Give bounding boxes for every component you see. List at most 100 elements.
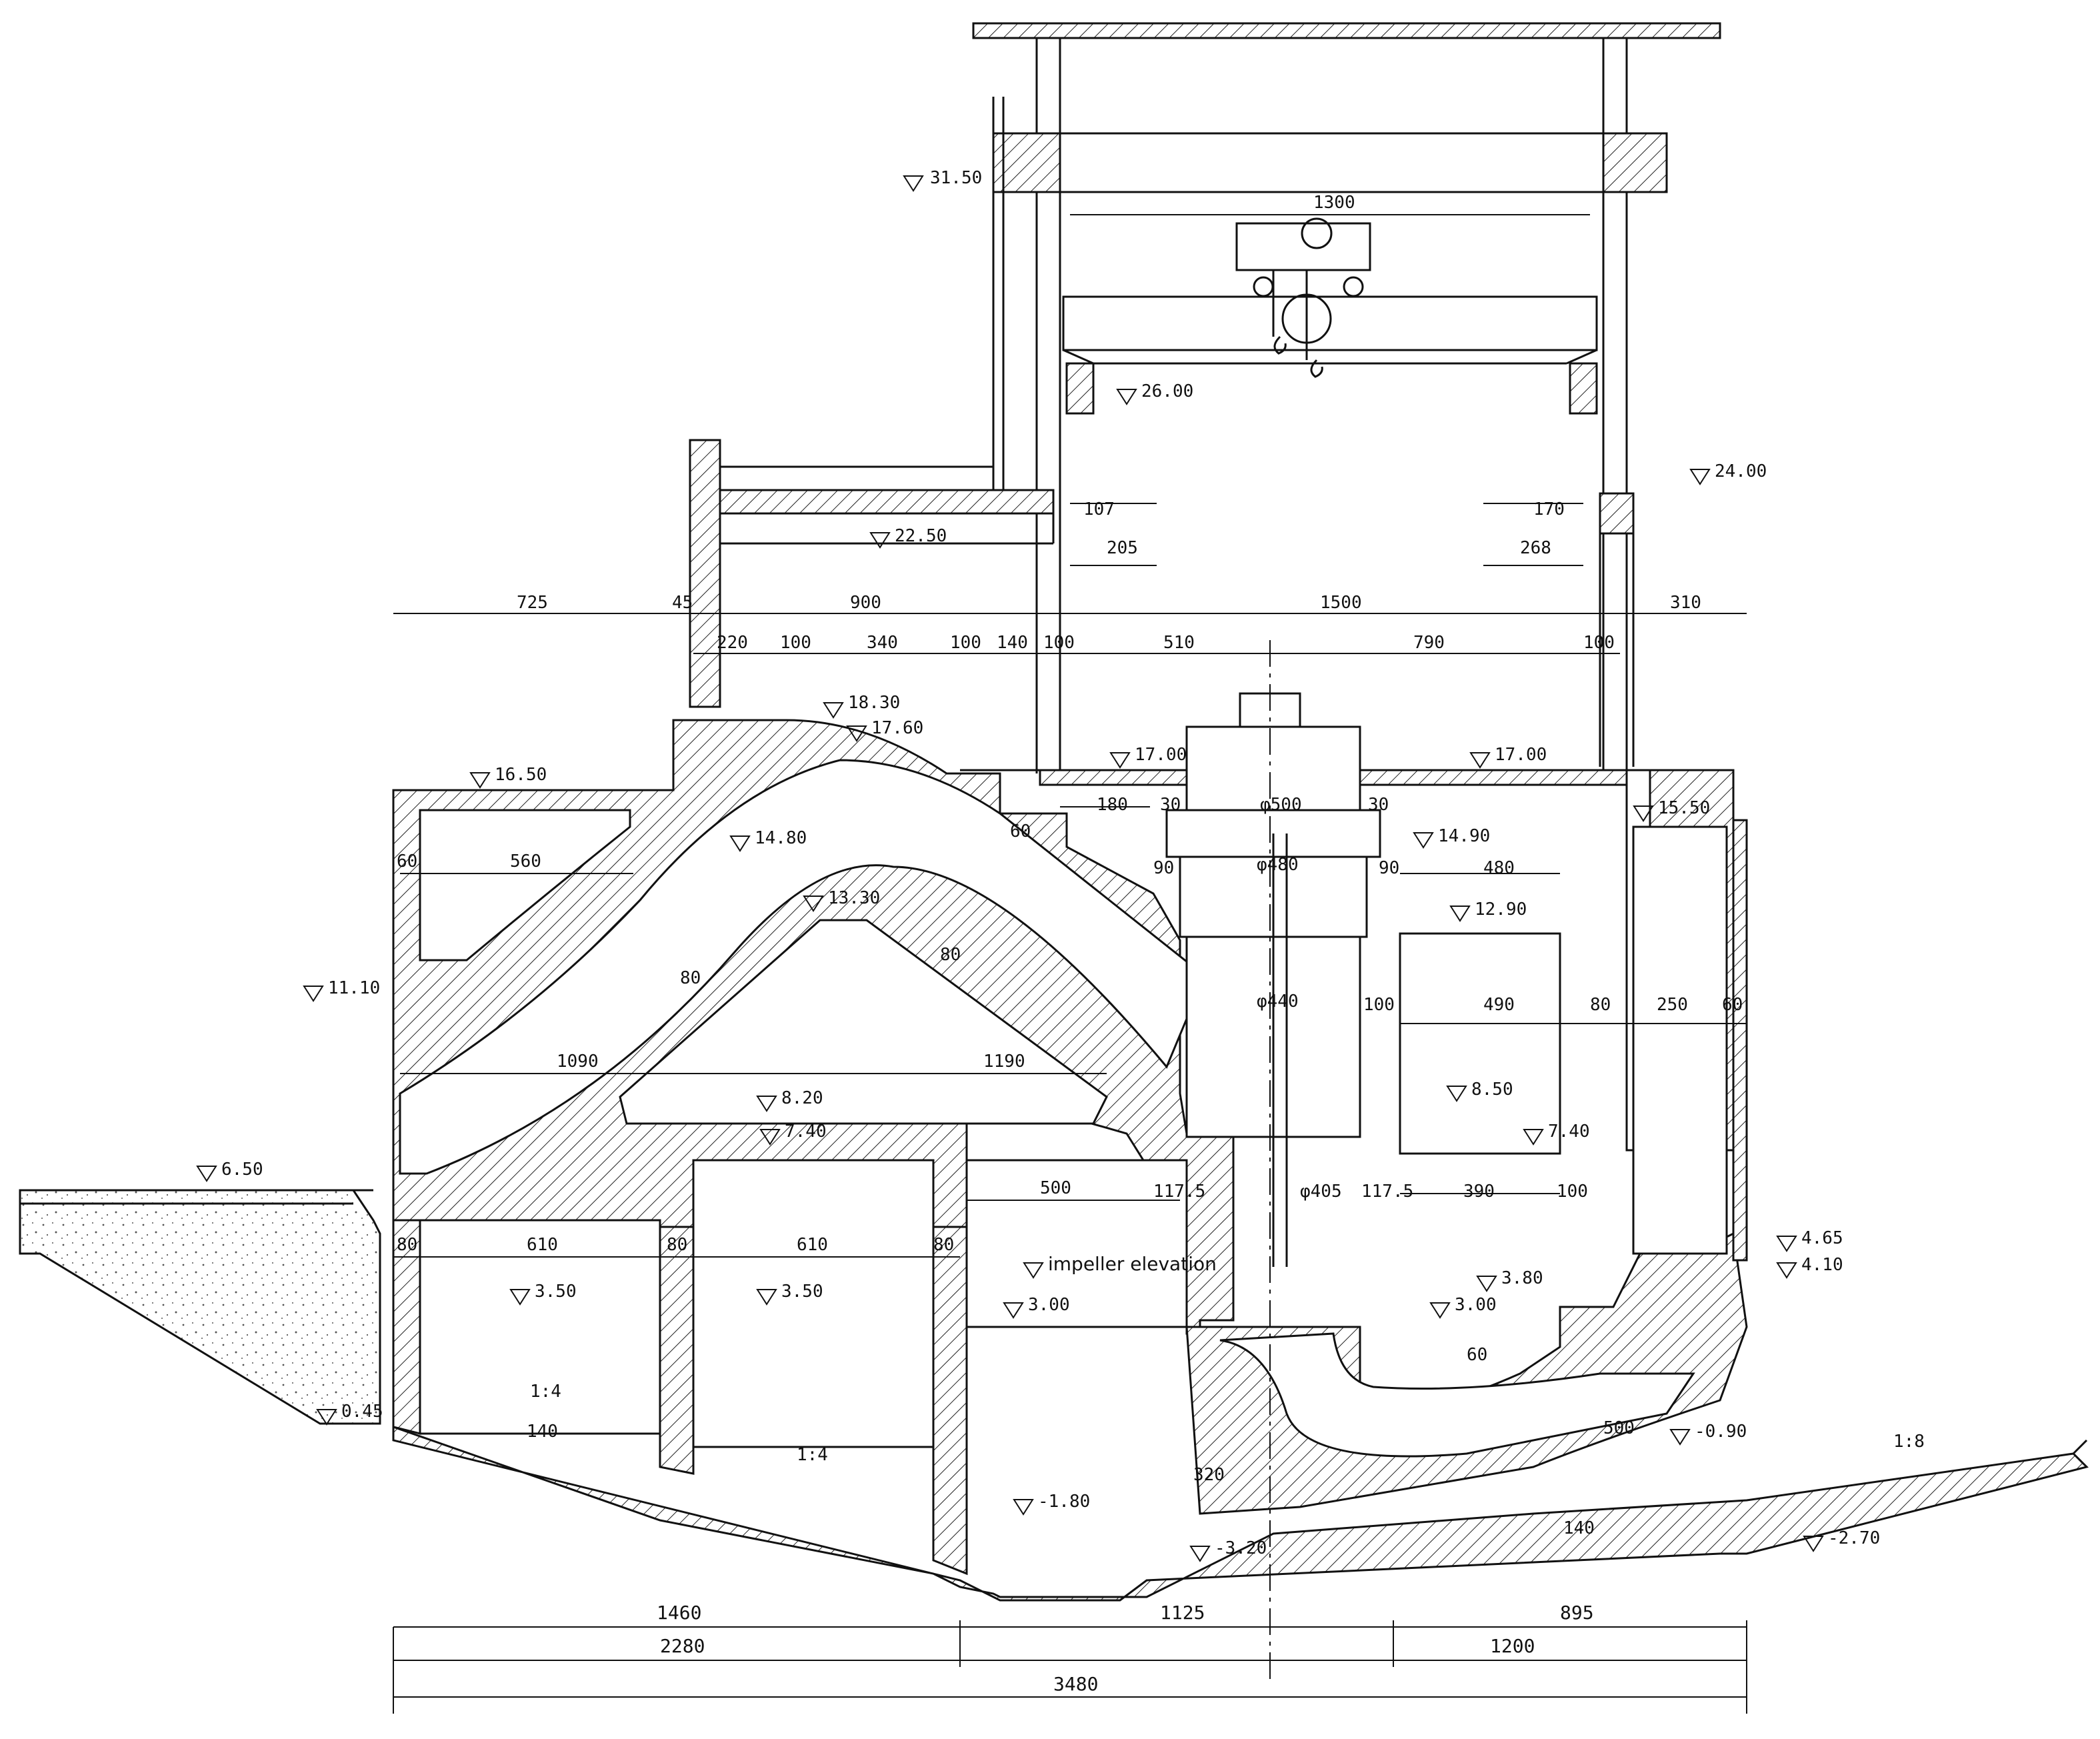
dim-895: 895	[1560, 1602, 1594, 1624]
elev-3-00-right: 3.00	[1455, 1295, 1497, 1315]
bottom-slab	[392, 1425, 2089, 1602]
elev-14-80: 14.80	[755, 828, 807, 848]
dim-610-a: 610	[527, 1235, 558, 1255]
dim-725: 725	[517, 593, 548, 613]
dim-100-b: 100	[950, 633, 981, 653]
inlet-chamber-2	[692, 1159, 935, 1448]
elev-13-30: 13.30	[828, 888, 880, 908]
dim-510: 510	[1163, 633, 1195, 653]
roof-beam	[992, 132, 1668, 193]
dim-80-a: 80	[680, 968, 701, 988]
concrete-body	[392, 692, 2089, 1602]
soil-left	[19, 1189, 381, 1425]
elev-7-40-left: 7.40	[785, 1122, 827, 1142]
gate-slot	[1632, 825, 1728, 1255]
dim-60-d: 60	[1467, 1345, 1487, 1365]
dim-180: 180	[1097, 795, 1128, 815]
elev-7-40-right: 7.40	[1548, 1122, 1590, 1142]
elev-3-80: 3.80	[1501, 1268, 1543, 1288]
dim-140-c: 140	[1563, 1518, 1595, 1538]
crane-girder	[1062, 295, 1598, 351]
elev-6-50: 6.50	[221, 1160, 263, 1180]
dim-80-f: 80	[933, 1235, 954, 1255]
dim-340: 340	[867, 633, 898, 653]
elev-14-90: 14.90	[1438, 826, 1490, 846]
dim-117-5-b: 117.5	[1361, 1182, 1413, 1202]
dim-1200: 1200	[1490, 1635, 1535, 1657]
dim-320: 320	[1193, 1465, 1225, 1485]
crane-trolley	[1235, 217, 1371, 378]
dim-phi480: φ480	[1257, 855, 1299, 875]
dim-1300: 1300	[1313, 193, 1355, 213]
slope-1-4-b: 1:4	[797, 1445, 828, 1465]
elev-8-50: 8.50	[1471, 1080, 1513, 1100]
slope-1-4-a: 1:4	[530, 1382, 561, 1402]
dim-1500: 1500	[1320, 593, 1362, 613]
elev-11-10: 11.10	[328, 978, 380, 998]
dim-900: 900	[850, 593, 881, 613]
dim-100-e: 100	[1363, 995, 1395, 1015]
dim-790: 790	[1413, 633, 1445, 653]
dim-220: 220	[717, 633, 748, 653]
dim-490: 490	[1483, 995, 1515, 1015]
dim-100-d: 100	[1583, 633, 1615, 653]
upper-left-chamber	[419, 809, 631, 962]
dim-170: 170	[1533, 499, 1565, 519]
elev-17-60: 17.60	[871, 718, 923, 738]
elev-minus-0-90: -0.90	[1695, 1422, 1747, 1442]
dim-140-a: 140	[997, 633, 1028, 653]
elev-minus-3-20: -3.20	[1215, 1538, 1267, 1558]
dim-1125: 1125	[1160, 1602, 1205, 1624]
dim-480: 480	[1483, 858, 1515, 878]
slope-1-8: 1:8	[1893, 1432, 1925, 1452]
dim-2280: 2280	[660, 1635, 705, 1657]
dim-500-a: 500	[1040, 1178, 1071, 1198]
triangular-chamber	[619, 919, 1108, 1125]
dim-500-b: 500	[1603, 1418, 1635, 1438]
elev-31-50: 31.50	[930, 168, 982, 188]
elev-4-65: 4.65	[1801, 1228, 1843, 1248]
dim-310: 310	[1670, 593, 1701, 613]
dim-610-b: 610	[797, 1235, 828, 1255]
dim-60-c: 60	[1722, 995, 1743, 1015]
dim-268: 268	[1520, 538, 1551, 558]
dim-140-b: 140	[527, 1422, 558, 1442]
dim-30-b: 30	[1368, 795, 1389, 815]
elev-15-50: 15.50	[1658, 798, 1710, 818]
dim-45: 45	[672, 593, 693, 613]
dim-1460: 1460	[657, 1602, 701, 1624]
elev-24-00: 24.00	[1715, 461, 1767, 481]
right-gallery	[1399, 932, 1561, 1155]
elev-18-30: 18.30	[848, 693, 900, 713]
dim-90-a: 90	[1153, 858, 1174, 878]
dim-80-d: 80	[397, 1235, 417, 1255]
elev-0-45: 0.45	[341, 1402, 383, 1422]
elevation-labels: 31.50 26.00 24.00 22.50 18.30 17.60 17.0…	[221, 168, 1880, 1558]
dim-100-f: 100	[1557, 1182, 1588, 1202]
elev-8-20: 8.20	[781, 1088, 823, 1108]
elev-4-10: 4.10	[1801, 1255, 1843, 1275]
upper-platform	[689, 439, 721, 708]
dim-60-b: 60	[397, 851, 417, 872]
elev-minus-1-80: -1.80	[1038, 1492, 1090, 1512]
siphon-duct	[399, 759, 1201, 1175]
dim-100-c: 100	[1043, 633, 1075, 653]
dim-60-a: 60	[1010, 821, 1031, 841]
elev-16-50: 16.50	[495, 765, 547, 785]
dim-90-b: 90	[1379, 858, 1399, 878]
dim-107: 107	[1083, 499, 1115, 519]
impeller-elevation-label: impeller elevation	[1048, 1253, 1217, 1275]
structure-lines	[689, 22, 1721, 786]
elev-22-50: 22.50	[895, 526, 947, 546]
dim-80-b: 80	[940, 945, 961, 965]
dim-390: 390	[1463, 1182, 1495, 1202]
elev-17-00-left: 17.00	[1135, 745, 1187, 765]
dim-30-a: 30	[1160, 795, 1181, 815]
roof-slab	[972, 22, 1721, 39]
elev-3-50-b: 3.50	[781, 1282, 823, 1302]
dim-1190: 1190	[983, 1052, 1025, 1072]
elev-17-00-right: 17.00	[1495, 745, 1547, 765]
dim-phi405: φ405	[1300, 1182, 1342, 1202]
dim-80-e: 80	[667, 1235, 687, 1255]
